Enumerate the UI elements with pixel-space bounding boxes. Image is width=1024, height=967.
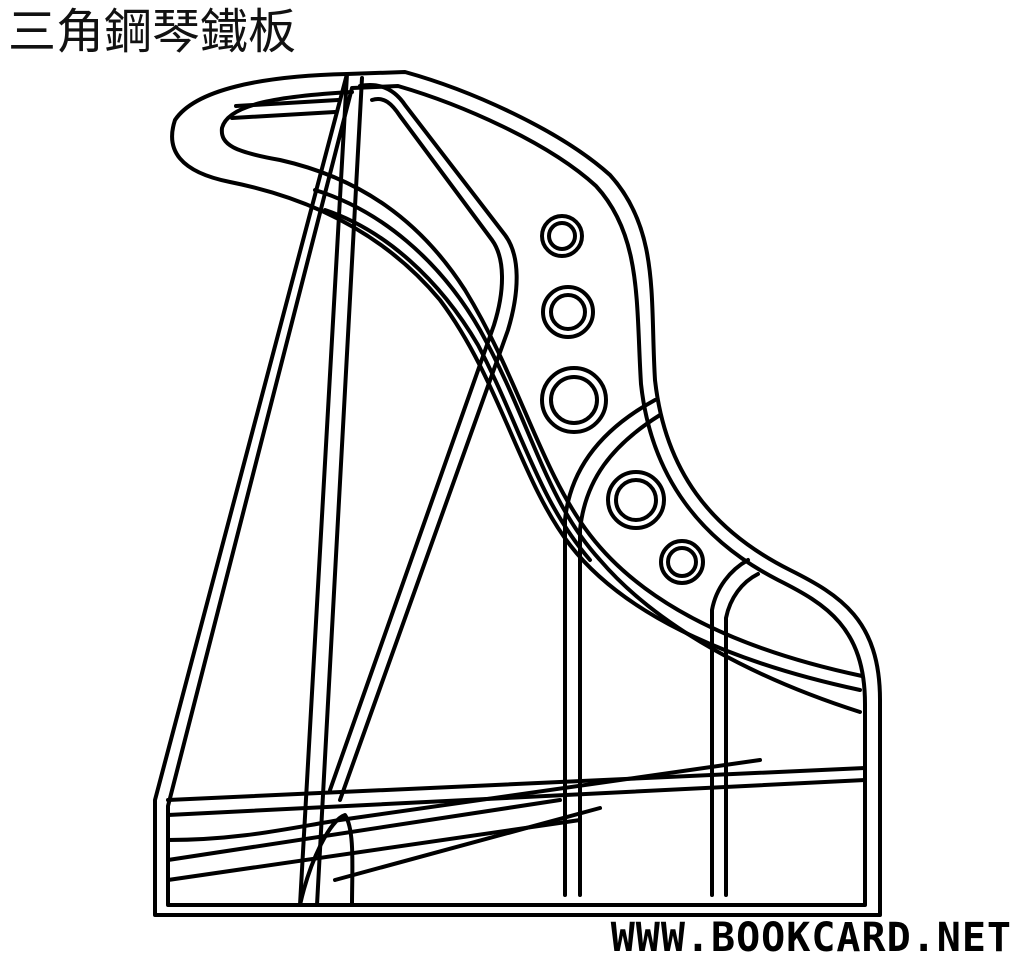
left-strut-join [298, 813, 355, 907]
page-title: 三角鋼琴鐵板 [8, 4, 297, 60]
vertical-bar-left-inner [578, 413, 662, 897]
lower-arm-edge-1 [313, 188, 862, 714]
vertical-bar-right-inner [724, 572, 760, 897]
left-strut-outer [298, 72, 349, 907]
bottom-cross-brace-1 [166, 766, 867, 802]
bottom-cross-brace-4 [166, 798, 562, 862]
left-strut-inner [315, 76, 364, 907]
plate-hole-4-outer [606, 470, 666, 530]
plate-hole-2-outer [541, 285, 595, 339]
bottom-cross-brace-3 [166, 758, 762, 842]
lower-arm-edge-2 [323, 208, 592, 562]
plate-hole-4-inner [614, 478, 658, 522]
plate-outer-frame [153, 70, 882, 917]
watermark-text: WWW.BOOKCARD.NET [610, 915, 1012, 961]
bottom-cross-brace-2 [166, 778, 867, 817]
plate-hole-3-outer [540, 366, 608, 434]
plate-hole-1-inner [547, 221, 577, 251]
plate-hole-1-outer [540, 214, 584, 258]
center-strut-inner [328, 97, 504, 792]
bottom-cross-brace-5 [166, 818, 582, 882]
plate-inner-frame [166, 84, 867, 907]
plate-hole-2-inner [549, 293, 587, 331]
vertical-bar-right-outer [710, 558, 750, 897]
bottom-cross-brace-6 [333, 806, 602, 882]
upper-arm-inner [219, 90, 864, 678]
center-strut-outer [338, 83, 519, 802]
plate-hole-5-outer [659, 539, 705, 585]
plate-hole-3-inner [549, 375, 599, 425]
upper-arm-line-2 [230, 110, 337, 120]
vertical-bar-left-outer [563, 398, 657, 897]
upper-arm-line-1 [234, 98, 340, 108]
plate-hole-5-inner [666, 546, 698, 578]
upper-arm-outer [170, 72, 862, 692]
